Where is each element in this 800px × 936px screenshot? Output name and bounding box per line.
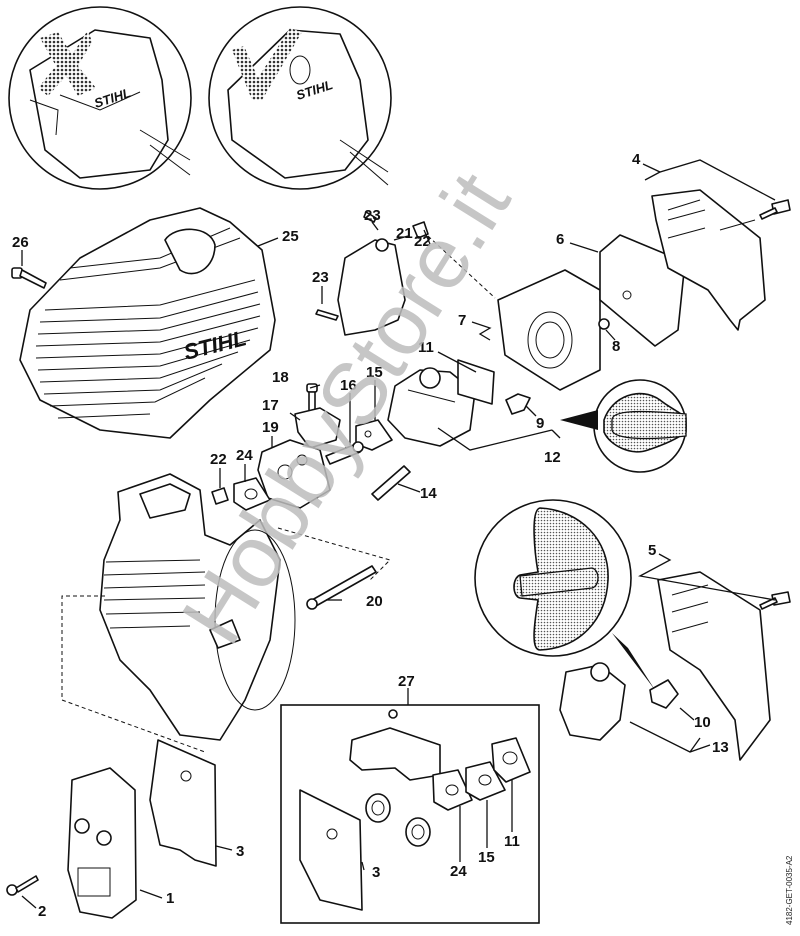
callout-27: 27 (398, 673, 415, 690)
callout-6: 6 (556, 231, 564, 248)
callout-18: 18 (272, 369, 289, 386)
inset-incorrect: STIHL (8, 6, 192, 190)
screw-16 (325, 441, 364, 465)
muffler-screw (6, 875, 39, 896)
callout-3: 3 (236, 843, 244, 860)
leader-lines (21, 159, 776, 909)
cover-screw-5 (759, 591, 791, 610)
callout-24: 24 (236, 447, 253, 464)
carburetor-alt (559, 662, 626, 741)
callout-15-kit: 15 (478, 849, 495, 866)
callout-1: 1 (166, 890, 174, 907)
gasket-15 (355, 419, 393, 451)
screw-18 (306, 383, 318, 415)
grommet-22 (211, 487, 229, 505)
callout-13: 13 (712, 739, 729, 756)
callout-5: 5 (648, 542, 656, 559)
callout-17: 17 (262, 397, 279, 414)
callout-4: 4 (632, 151, 641, 168)
callout-20: 20 (366, 593, 383, 610)
callout-22-mid: 22 (210, 451, 227, 468)
intake-manifold-19 (257, 439, 331, 509)
heat-shield (149, 739, 217, 867)
drawing-code: 4182-GET-0035-A2 (785, 855, 794, 925)
callout-12: 12 (544, 449, 561, 466)
choke-knob-detail (560, 379, 687, 473)
callout-11-kit: 11 (504, 833, 520, 850)
air-filter (599, 234, 686, 347)
callout-7: 7 (458, 312, 466, 329)
check-mark-icon (232, 28, 302, 100)
callout-8: 8 (612, 338, 620, 355)
callout-14: 14 (420, 485, 437, 502)
filter-base (497, 269, 601, 391)
engine-shroud: STIHL (19, 207, 276, 439)
sleeve-14 (371, 465, 411, 501)
callout-11: 11 (418, 339, 434, 356)
long-screw-20 (306, 565, 377, 610)
callout-10: 10 (694, 714, 711, 731)
callout-26: 26 (12, 234, 29, 251)
nut-8 (598, 318, 610, 330)
callout-19: 19 (262, 419, 279, 436)
callout-23-top: 23 (364, 207, 381, 224)
cover-screw-4 (759, 199, 791, 220)
shroud-screw (11, 267, 47, 289)
callout-22-top: 22 (414, 233, 431, 250)
muffler (67, 767, 137, 919)
callout-25: 25 (282, 228, 299, 245)
callouts: 26 25 23 21 22 23 4 6 7 8 11 9 12 14 15 … (12, 151, 729, 920)
gasket-kit-box (280, 704, 540, 924)
air-filter-cover-alt (657, 571, 771, 761)
inset-correct: STIHL (208, 6, 392, 190)
gasket-24 (233, 477, 271, 511)
throttle-housing (315, 211, 429, 336)
callout-16: 16 (340, 377, 357, 394)
callout-2: 2 (38, 903, 46, 920)
callout-3-kit: 3 (372, 864, 380, 881)
callout-23-mid: 23 (312, 269, 329, 286)
engine-block (99, 473, 296, 741)
callout-9: 9 (536, 415, 544, 432)
throttle-bracket-17 (294, 407, 341, 449)
callout-15: 15 (366, 364, 383, 381)
air-filter-cover (651, 189, 766, 331)
callout-21: 21 (396, 225, 413, 242)
cross-mark-icon (38, 30, 96, 96)
choke-knob-10 (649, 679, 679, 709)
choke-knob-detail-alt (474, 499, 655, 690)
callout-24-kit: 24 (450, 863, 467, 880)
choke-knob-9 (505, 393, 531, 415)
carburetor (387, 359, 495, 447)
